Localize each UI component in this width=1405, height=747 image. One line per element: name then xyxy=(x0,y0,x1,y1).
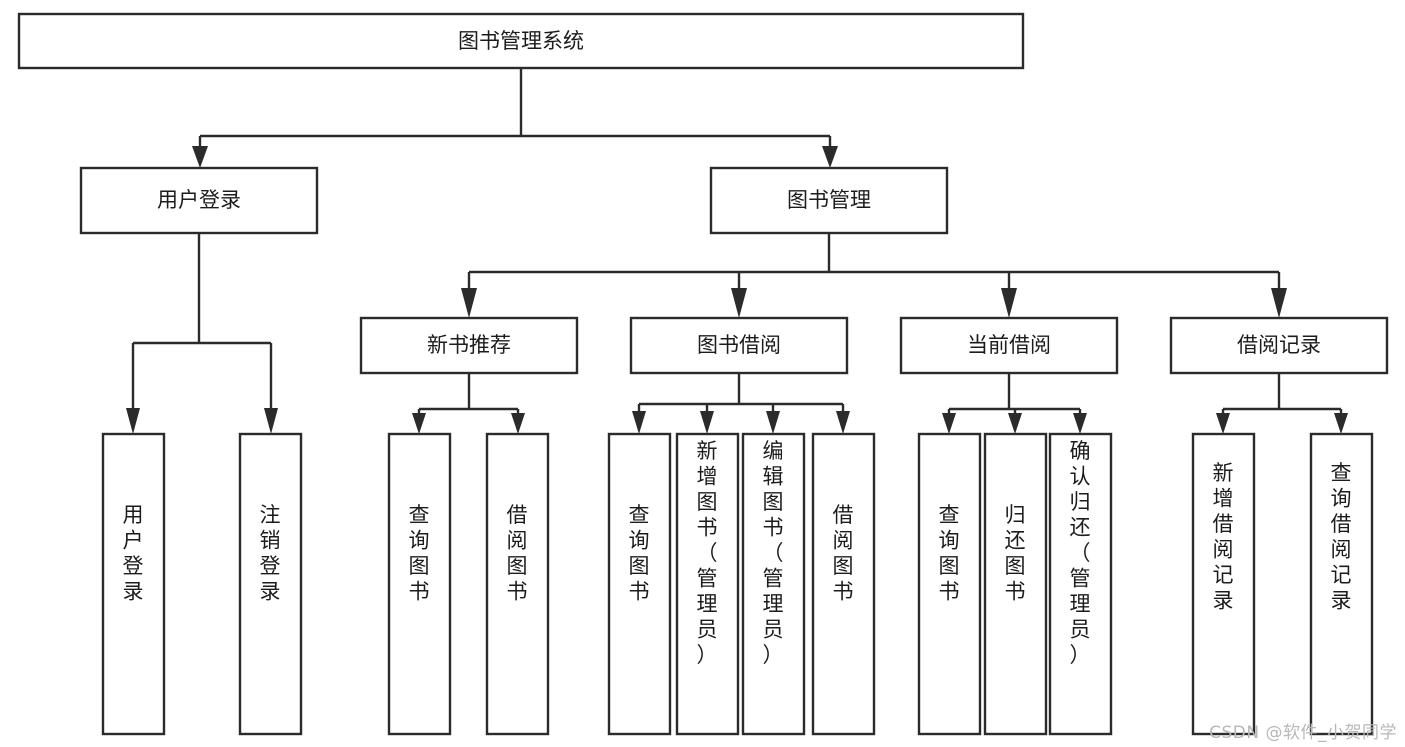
leaf-label: 用户登录 xyxy=(123,503,144,604)
leaf-node[interactable]: 查询借阅记录 xyxy=(1309,432,1374,736)
leaf-node[interactable]: 新增借阅记录 xyxy=(1191,432,1256,736)
leaf-label: 查询图书 xyxy=(939,503,960,604)
arrow-head-icon xyxy=(126,408,140,434)
node-borrow-record-box[interactable] xyxy=(1169,316,1389,375)
leaf-box[interactable] xyxy=(675,432,740,736)
leaf-box[interactable] xyxy=(1048,432,1113,736)
leaf-label: 归还图书 xyxy=(1005,503,1026,604)
leaf-label: 注销登录 xyxy=(260,503,281,604)
arrow-head-icon xyxy=(412,413,426,434)
leaf-box[interactable] xyxy=(485,432,550,736)
arrow-head-icon xyxy=(1271,288,1287,318)
node-root-box[interactable] xyxy=(17,12,1025,70)
leaf-box[interactable] xyxy=(387,432,452,736)
arrow-head-icon xyxy=(192,146,208,168)
leaf-node[interactable]: 编辑图书（管理员） xyxy=(741,432,806,736)
leaf-label: 借阅图书 xyxy=(507,503,528,604)
arrow-head-icon xyxy=(1073,413,1087,434)
leaf-label: 确认归还（管理员） xyxy=(1070,439,1091,667)
node-book-management-label: 图书管理 xyxy=(787,188,871,212)
arrow-head-icon xyxy=(822,146,838,168)
leaf-node[interactable]: 注销登录 xyxy=(238,432,303,736)
leaf-label: 借阅图书 xyxy=(833,503,854,604)
node-book-borrow[interactable]: 图书借阅 xyxy=(629,316,849,375)
leaf-node[interactable]: 确认归还（管理员） xyxy=(1048,432,1113,736)
arrow-head-icon xyxy=(1334,413,1348,434)
leaf-node[interactable]: 查询图书 xyxy=(387,432,452,736)
arrow-head-icon xyxy=(461,288,477,318)
arrow-head-icon xyxy=(836,411,850,434)
csdn-watermark: CSDN @软件_小贺同学 xyxy=(1209,723,1397,743)
arrow-head-icon xyxy=(942,413,956,434)
node-new-book-recommend-label: 新书推荐 xyxy=(427,333,511,357)
node-borrow-record[interactable]: 借阅记录 xyxy=(1169,316,1389,375)
leaf-box[interactable] xyxy=(238,432,303,736)
arrow-head-icon xyxy=(1008,413,1022,434)
node-book-management[interactable]: 图书管理 xyxy=(709,166,949,235)
leaf-box[interactable] xyxy=(811,432,876,736)
leaf-box[interactable] xyxy=(101,432,166,736)
node-root[interactable]: 图书管理系统 xyxy=(17,12,1025,70)
node-current-borrow[interactable]: 当前借阅 xyxy=(899,316,1119,375)
node-borrow-record-label: 借阅记录 xyxy=(1237,333,1321,357)
node-new-book-recommend[interactable]: 新书推荐 xyxy=(359,316,579,375)
node-book-borrow-label: 图书借阅 xyxy=(697,333,781,357)
leaf-box[interactable] xyxy=(1309,432,1374,736)
leaf-box[interactable] xyxy=(741,432,806,736)
node-current-borrow-label: 当前借阅 xyxy=(967,333,1051,357)
node-new-book-recommend-box[interactable] xyxy=(359,316,579,375)
arrow-head-icon xyxy=(700,411,714,434)
leaf-node[interactable]: 用户登录 xyxy=(101,432,166,736)
leaf-label: 查询图书 xyxy=(409,503,430,604)
leaf-node[interactable]: 借阅图书 xyxy=(811,432,876,736)
node-user-login-label: 用户登录 xyxy=(157,188,241,212)
leaf-box[interactable] xyxy=(607,432,672,736)
arrow-head-icon xyxy=(264,408,278,434)
leaf-node[interactable]: 查询图书 xyxy=(607,432,672,736)
arrow-head-icon xyxy=(1001,288,1017,318)
leaf-label: 新增借阅记录 xyxy=(1213,461,1234,613)
leaf-node[interactable]: 借阅图书 xyxy=(485,432,550,736)
leaf-label: 新增图书（管理员） xyxy=(697,439,718,667)
connector-layer xyxy=(126,68,1348,434)
leaf-node[interactable]: 查询图书 xyxy=(917,432,982,736)
leaf-box[interactable] xyxy=(1191,432,1256,736)
leaf-label: 查询借阅记录 xyxy=(1331,461,1352,613)
node-book-management-box[interactable] xyxy=(709,166,949,235)
node-root-label: 图书管理系统 xyxy=(458,29,584,53)
leaf-node[interactable]: 归还图书 xyxy=(983,432,1048,736)
arrow-head-icon xyxy=(731,288,747,318)
arrow-head-icon xyxy=(1216,413,1230,434)
node-user-login-box[interactable] xyxy=(79,166,319,235)
arrow-head-icon xyxy=(632,411,646,434)
leaf-label: 查询图书 xyxy=(629,503,650,604)
leaf-box[interactable] xyxy=(983,432,1048,736)
node-user-login[interactable]: 用户登录 xyxy=(79,166,319,235)
leaf-node[interactable]: 新增图书（管理员） xyxy=(675,432,740,736)
arrow-head-icon xyxy=(766,411,780,434)
leaf-label: 编辑图书（管理员） xyxy=(763,439,784,667)
node-current-borrow-box[interactable] xyxy=(899,316,1119,375)
node-book-borrow-box[interactable] xyxy=(629,316,849,375)
arrow-head-icon xyxy=(511,413,525,434)
leaf-box[interactable] xyxy=(917,432,982,736)
